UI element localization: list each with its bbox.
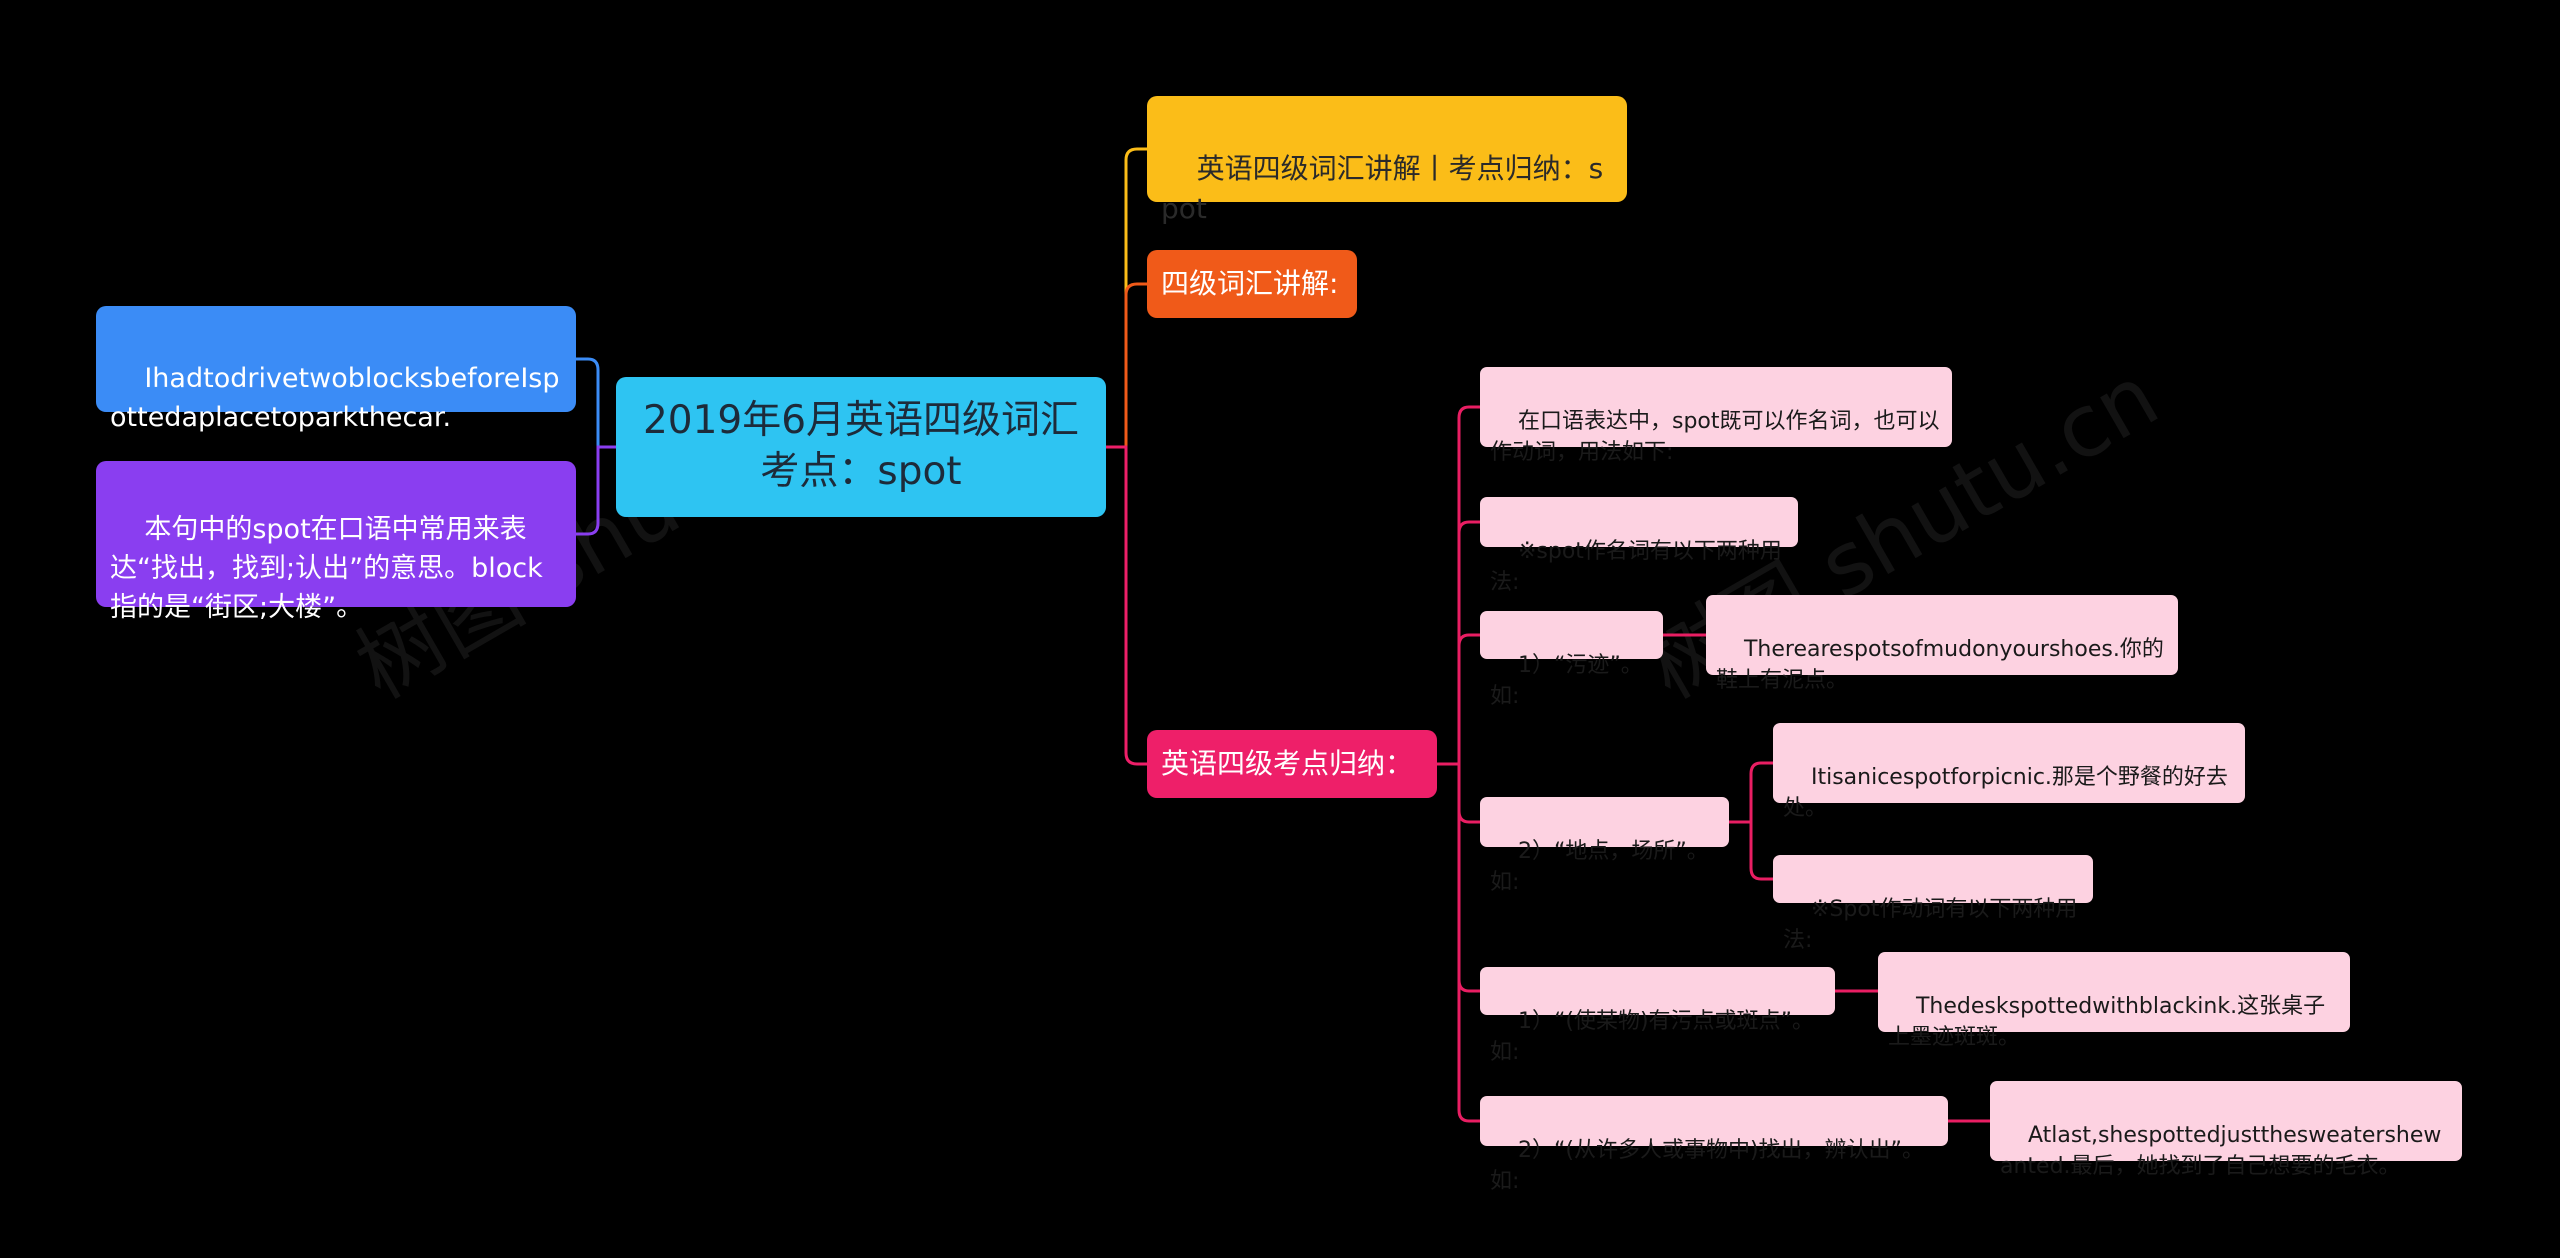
branch-cet4-vocab-text: 四级词汇讲解:: [1161, 266, 1339, 300]
link-n2: [1457, 520, 1480, 764]
link-n5: [1457, 764, 1480, 993]
leaf-verb-spot-example[interactable]: Atlast,shespottedjustthesweatershewanted…: [1990, 1081, 2462, 1179]
branch-example-sentence[interactable]: IhadtodrivetwoblocksbeforeIspottedaplace…: [96, 306, 576, 433]
leaf-verb-spot[interactable]: 2）“(从许多人或事物中)找出，辨认出”。如:: [1480, 1096, 1948, 1194]
leaf-verb-stain-text: 1）“(使某物)有污点或斑点”。如:: [1490, 1009, 1814, 1066]
link-root-left2: [576, 445, 616, 536]
leaf-verb-spot-example-text: Atlast,shespottedjustthesweatershewanted…: [2000, 1123, 2442, 1180]
link-root-b2: [1106, 282, 1147, 449]
leaf-noun-stain-text: 1）“污迹”。如:: [1490, 653, 1643, 710]
leaf-usage-intro[interactable]: 在口语表达中，spot既可以作名词，也可以作动词，用法如下:: [1480, 367, 1952, 465]
leaf-noun-place-text: 2）“地点，场所”。如:: [1490, 839, 1709, 896]
leaf-noun-usage-text: ※spot作名词有以下两种用法:: [1490, 539, 1782, 596]
branch-vocab-explanation[interactable]: 英语四级词汇讲解丨考点归纳：spot: [1147, 96, 1627, 225]
link-n4a: [1729, 761, 1773, 824]
leaf-verb-usage-text: ※Spot作动词有以下两种用法:: [1783, 897, 2078, 954]
branch-cet4-vocab[interactable]: 四级词汇讲解:: [1147, 250, 1357, 318]
branch-exam-summary[interactable]: 英语四级考点归纳：: [1147, 730, 1437, 798]
leaf-verb-spot-text: 2）“(从许多人或事物中)找出，辨认出”。如:: [1490, 1138, 1924, 1195]
leaf-noun-place[interactable]: 2）“地点，场所”。如:: [1480, 797, 1729, 895]
leaf-verb-stain-example[interactable]: Thedeskspottedwithblackink.这张桌子上墨迹斑斑。: [1878, 952, 2350, 1050]
leaf-noun-place-example[interactable]: Itisanicespotforpicnic.那是个野餐的好去处。: [1773, 723, 2245, 821]
links-pink: [1437, 405, 1990, 1123]
root-topic[interactable]: 2019年6月英语四级词汇考点：spot: [616, 377, 1106, 517]
leaf-noun-usage[interactable]: ※spot作名词有以下两种用法:: [1480, 497, 1798, 595]
link-root-b1: [1106, 147, 1147, 449]
leaf-noun-stain-example-text: Therearespotsofmudonyourshoes.你的鞋上有泥点。: [1716, 637, 2164, 694]
branch-example-sentence-text: IhadtodrivetwoblocksbeforeIspottedaplace…: [110, 363, 560, 434]
leaf-verb-stain[interactable]: 1）“(使某物)有污点或斑点”。如:: [1480, 967, 1835, 1065]
leaf-verb-stain-example-text: Thedeskspottedwithblackink.这张桌子上墨迹斑斑。: [1888, 994, 2326, 1051]
root-topic-text: 2019年6月英语四级词汇考点：spot: [642, 398, 1080, 494]
leaf-usage-intro-text: 在口语表达中，spot既可以作名词，也可以作动词，用法如下:: [1490, 409, 1940, 466]
branch-sentence-note-text: 本句中的spot在口语中常用来表达“找出，找到;认出”的意思。block指的是“…: [110, 514, 543, 624]
link-n3: [1457, 633, 1480, 764]
link-n1: [1437, 405, 1480, 766]
link-n4b: [1749, 822, 1773, 881]
link-n4: [1457, 764, 1480, 824]
link-n6: [1457, 764, 1480, 1123]
branch-vocab-explanation-text: 英语四级词汇讲解丨考点归纳：spot: [1161, 151, 1604, 226]
branch-sentence-note[interactable]: 本句中的spot在口语中常用来表达“找出，找到;认出”的意思。block指的是“…: [96, 461, 576, 623]
link-root-left1: [576, 357, 616, 449]
branch-exam-summary-text: 英语四级考点归纳：: [1161, 746, 1414, 780]
leaf-noun-place-example-text: Itisanicespotforpicnic.那是个野餐的好去处。: [1783, 765, 2228, 822]
link-root-b3: [1106, 445, 1147, 766]
leaf-verb-usage[interactable]: ※Spot作动词有以下两种用法:: [1773, 855, 2093, 953]
leaf-noun-stain-example[interactable]: Therearespotsofmudonyourshoes.你的鞋上有泥点。: [1706, 595, 2178, 693]
leaf-noun-stain[interactable]: 1）“污迹”。如:: [1480, 611, 1663, 709]
